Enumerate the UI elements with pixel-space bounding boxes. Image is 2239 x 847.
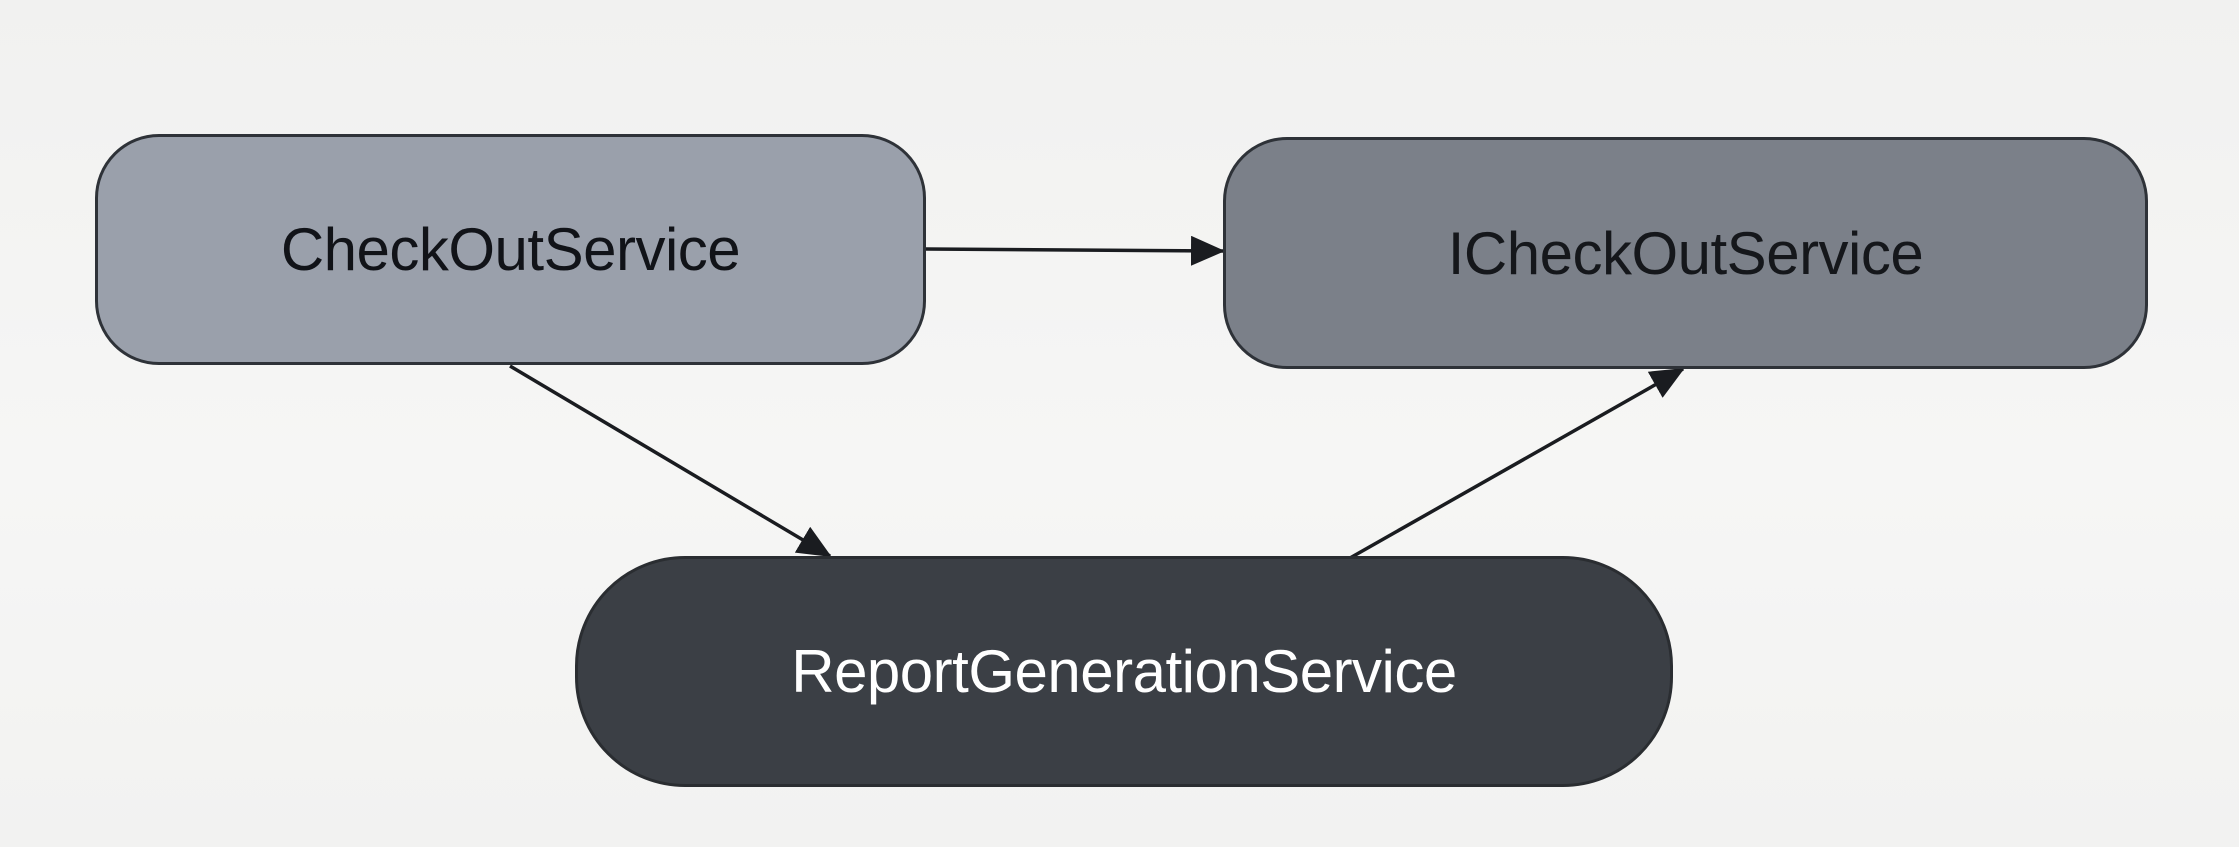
edge-report-to-icheckout: [1349, 367, 1685, 560]
node-report-generation-service: ReportGenerationService: [575, 556, 1673, 787]
node-icheckout-service-label: ICheckOutService: [1447, 219, 1924, 287]
node-report-generation-service-label: ReportGenerationService: [791, 638, 1457, 705]
edge-checkout-to-report: [509, 364, 832, 558]
edge-checkout-to-icheckout: [925, 235, 1225, 266]
node-checkout-service-label: CheckOutService: [280, 216, 741, 283]
node-icheckout-service: ICheckOutService: [1223, 137, 2148, 369]
node-checkout-service: CheckOutService: [95, 134, 926, 365]
